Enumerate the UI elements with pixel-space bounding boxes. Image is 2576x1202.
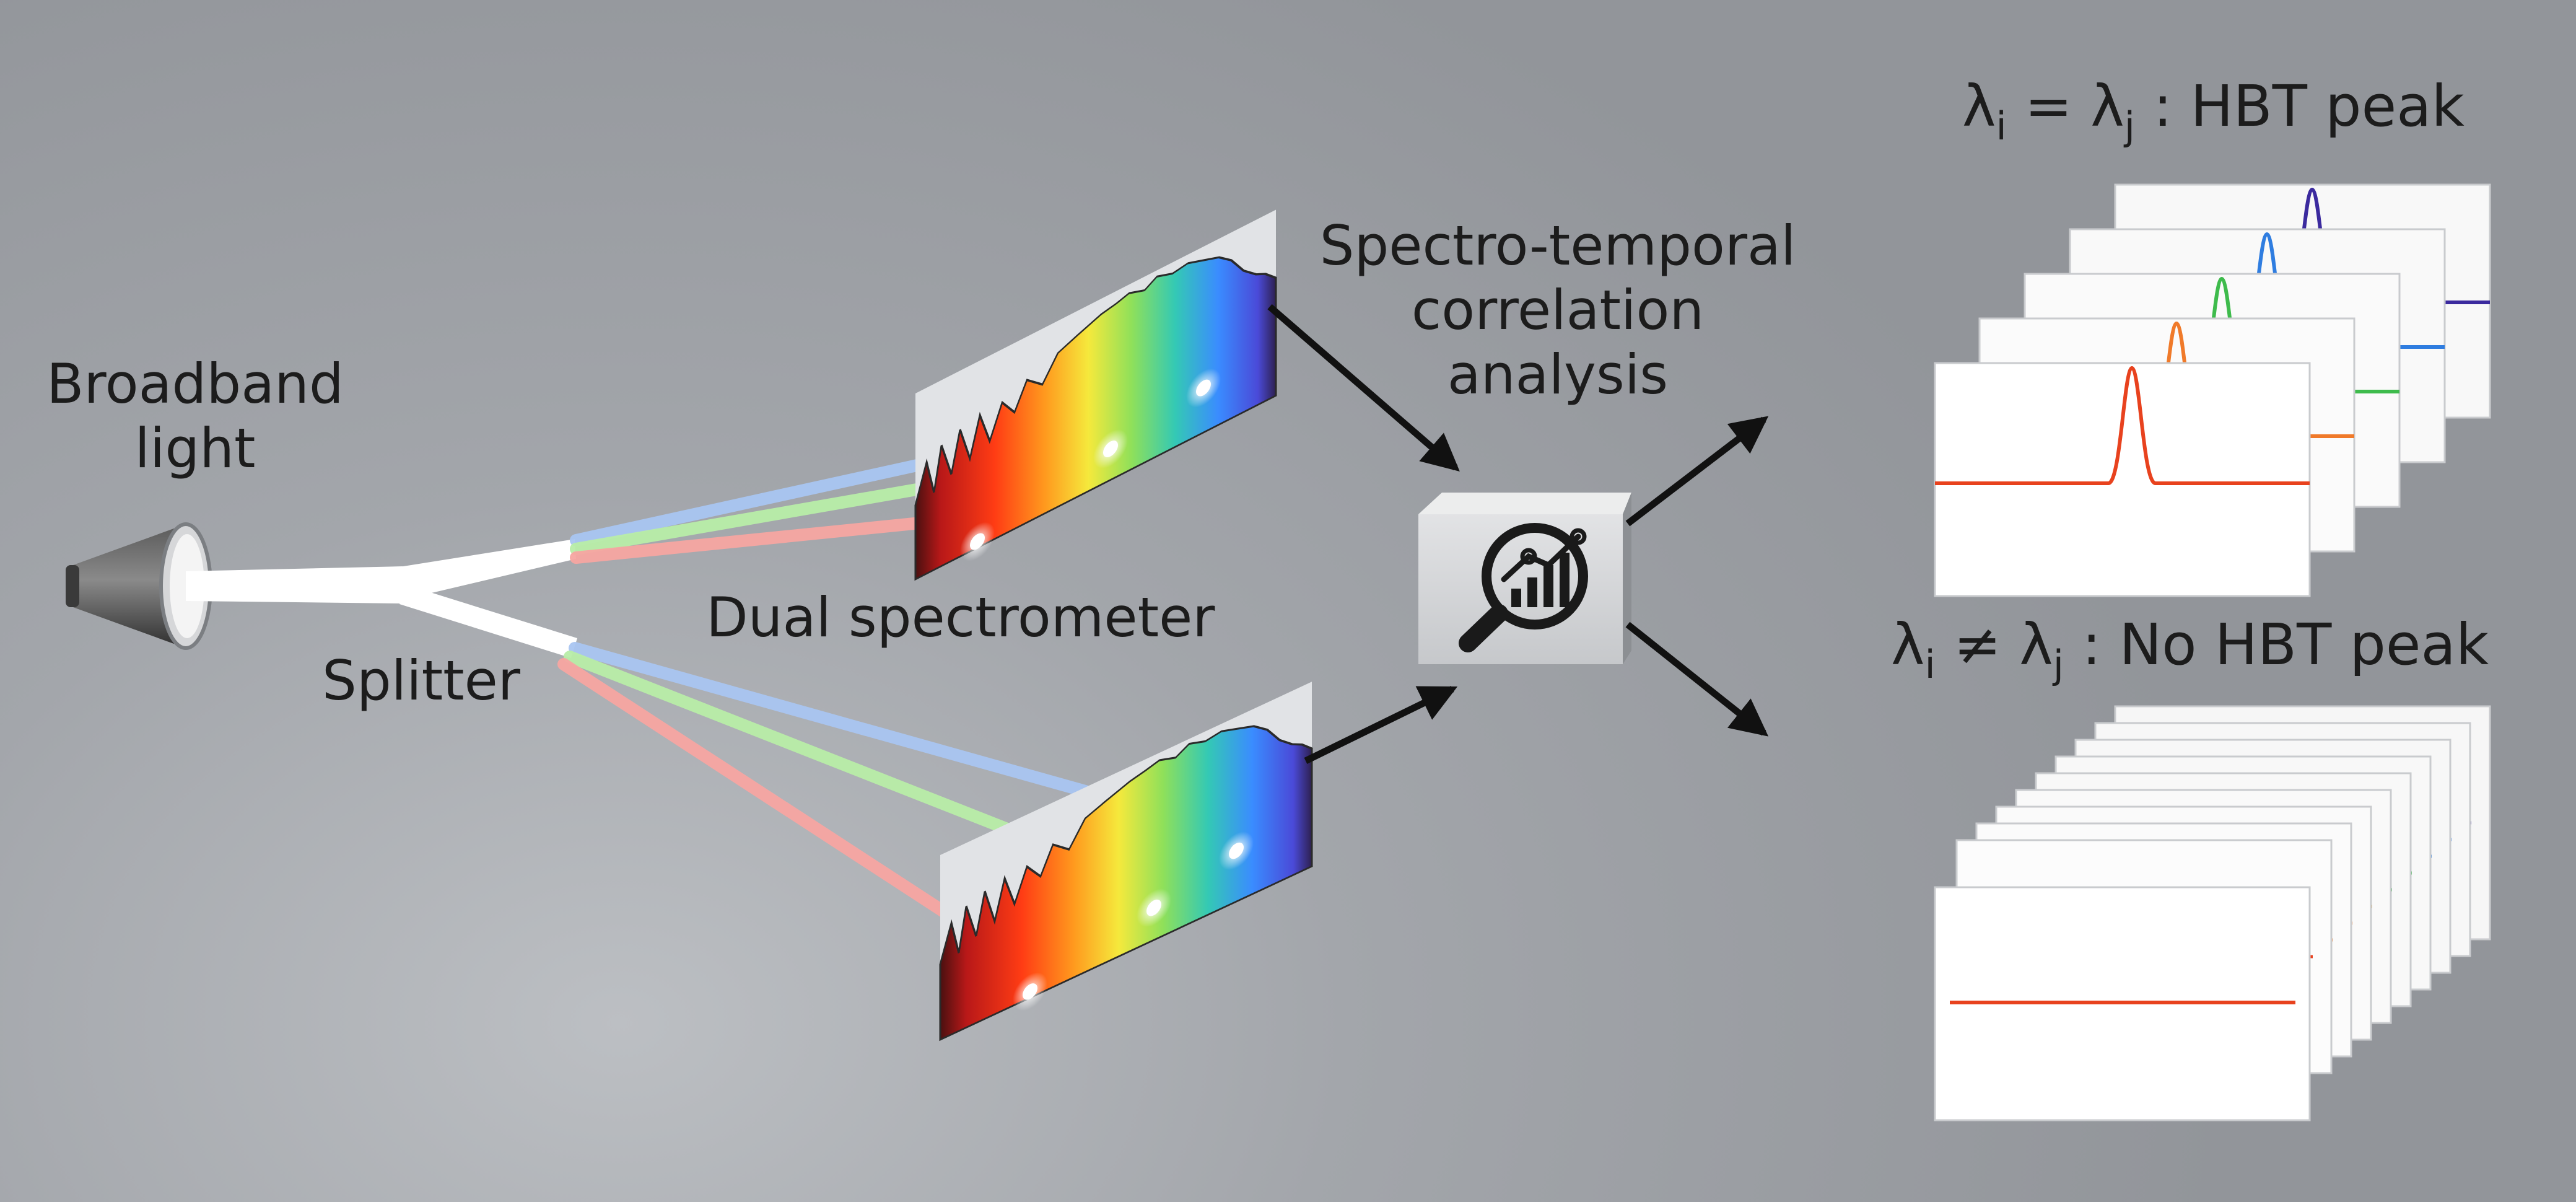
broadband-line-1: Broadband xyxy=(46,352,344,416)
cone-body xyxy=(73,524,186,648)
lambda-symbol: λ xyxy=(2090,73,2124,139)
spectrometer-upper xyxy=(914,209,1277,581)
lower-branch xyxy=(399,584,577,658)
lambda-symbol: λ xyxy=(1962,73,1996,139)
not-equal-symbol: ≠ xyxy=(1935,612,2020,678)
arrow-upper-to-box xyxy=(1267,304,1460,472)
hbt-peak-stack xyxy=(1934,183,2491,597)
arrow-box-to-no-hbt xyxy=(1625,621,1769,737)
hbt-peak-text: : HBT peak xyxy=(2134,73,2465,139)
dual-spectrometer-label: Dual spectrometer xyxy=(706,586,1215,649)
hbt-curve xyxy=(1935,366,2310,485)
spectrum-fill xyxy=(914,256,1277,581)
lambda-symbol: λ xyxy=(2019,612,2053,678)
no-hbt-front-panel xyxy=(1934,886,2311,1121)
arrow-lower-to-box xyxy=(1304,686,1458,764)
analysis-line-1: Spectro-temporal xyxy=(1319,214,1796,278)
magnifier-chart-icon xyxy=(1459,523,1588,652)
arrow-box-to-hbt xyxy=(1625,416,1769,527)
subscript-i: i xyxy=(1996,103,2007,149)
box-side xyxy=(1623,493,1631,664)
subscript-i: i xyxy=(1924,642,1936,687)
spectrum-fill xyxy=(939,725,1313,1042)
input-beam xyxy=(186,566,403,603)
broadband-line-2: light xyxy=(134,416,256,480)
equals-symbol: = xyxy=(2006,73,2091,139)
spectrometer-lower xyxy=(939,682,1313,1042)
lambda-symbol: λ xyxy=(1891,612,1925,678)
subscript-j: j xyxy=(2124,103,2135,149)
splitter-point xyxy=(389,568,421,600)
analysis-label: Spectro-temporal correlation analysis xyxy=(1307,214,1809,407)
box-top xyxy=(1418,493,1631,514)
no-hbt-peak-title: λi ≠ λj : No HBT peak xyxy=(1891,611,2489,699)
no-hbt-peak-text: : No HBT peak xyxy=(2063,612,2489,678)
hbt-peak-title: λi = λj : HBT peak xyxy=(1962,72,2465,160)
white-beam xyxy=(186,539,577,658)
subscript-j: j xyxy=(2053,642,2064,687)
analysis-box xyxy=(1418,493,1631,664)
splitter-label: Splitter xyxy=(322,649,520,713)
broadband-light-label: Broadband light xyxy=(37,352,353,481)
analysis-line-2: correlation xyxy=(1411,278,1705,342)
hbt-panel-1 xyxy=(1934,362,2311,597)
no-hbt-stack xyxy=(1934,705,2491,1121)
upper-branch xyxy=(399,539,576,600)
analysis-line-3: analysis xyxy=(1447,343,1669,406)
